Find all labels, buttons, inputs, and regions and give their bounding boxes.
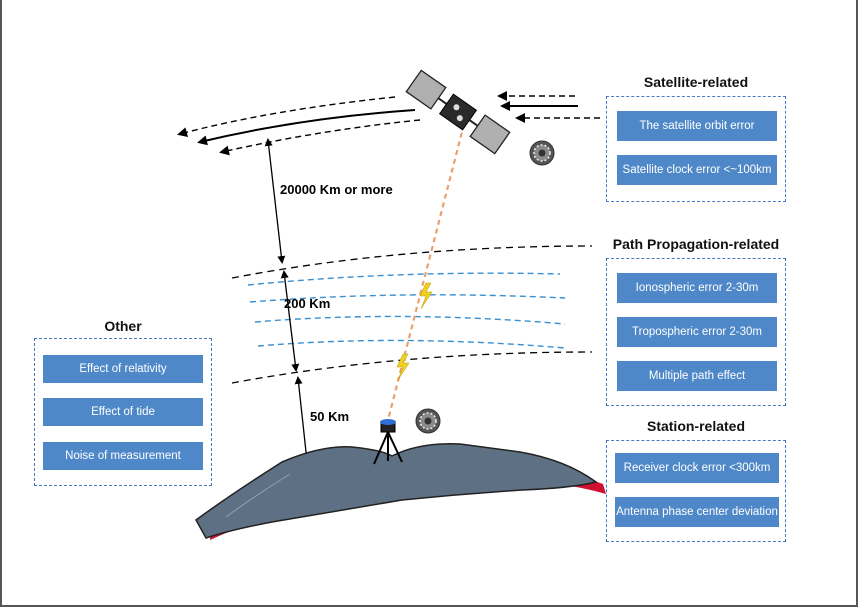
- altitude-label-orbit: 20000 Km or more: [280, 182, 393, 197]
- item-satellite-clock-error: Satellite clock error <~100km: [617, 155, 777, 185]
- path-group-title: Path Propagation-related: [612, 236, 780, 252]
- lightning-icon: [396, 282, 433, 381]
- path-group: Ionospheric error 2-30m Tropospheric err…: [606, 258, 786, 406]
- orbit-arrows: [177, 96, 421, 156]
- land-mass: [195, 443, 606, 540]
- gear-icon: [415, 408, 441, 434]
- item-tropospheric-error: Tropospheric error 2-30m: [617, 317, 777, 347]
- item-relativity: Effect of relativity: [43, 355, 203, 383]
- altitude-label-ionosphere: 200 Km: [284, 296, 331, 311]
- satellite-icon: [405, 69, 511, 155]
- item-multipath-effect: Multiple path effect: [617, 361, 777, 391]
- item-satellite-orbit-error: The satellite orbit error: [617, 111, 777, 141]
- altitude-arrows: [264, 138, 311, 463]
- item-ionospheric-error: Ionospheric error 2-30m: [617, 273, 777, 303]
- incoming-arrows: [497, 91, 600, 123]
- signal-path: [386, 123, 466, 421]
- altitude-label-troposphere: 50 Km: [310, 409, 350, 424]
- satellite-group-title: Satellite-related: [643, 74, 749, 90]
- receiver-antenna-icon: [373, 419, 403, 465]
- gear-icon: [529, 140, 555, 166]
- other-group-title: Other: [104, 318, 142, 334]
- item-tide: Effect of tide: [43, 398, 203, 426]
- satellite-group: The satellite orbit error Satellite cloc…: [606, 96, 786, 202]
- station-group-title: Station-related: [646, 418, 745, 434]
- item-receiver-clock-error: Receiver clock error <300km: [615, 453, 779, 483]
- station-group: Receiver clock error <300km Antenna phas…: [606, 440, 786, 542]
- other-group: Effect of relativity Effect of tide Nois…: [34, 338, 212, 486]
- item-measurement-noise: Noise of measurement: [43, 442, 203, 470]
- item-antenna-phase-center: Antenna phase center deviation: [615, 497, 779, 527]
- atmosphere-boundaries: [231, 245, 593, 384]
- ionosphere-lines: [247, 272, 566, 349]
